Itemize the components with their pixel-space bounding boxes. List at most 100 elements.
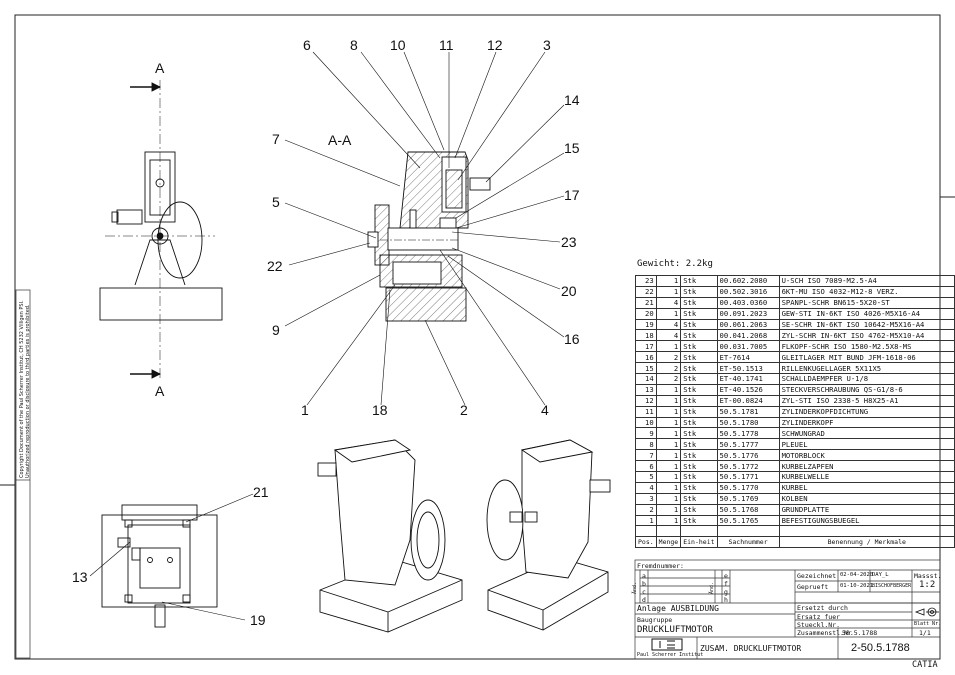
baugruppe-value: DRUCKLUFTMOTOR bbox=[637, 625, 713, 635]
bom-cell-part: 50.5.1769 bbox=[716, 492, 780, 505]
zusammenstl-nr-value: 50.5.1788 bbox=[842, 629, 878, 637]
bom-cell-unit: Stk bbox=[680, 362, 718, 375]
callout: 1 bbox=[301, 402, 309, 418]
bom-cell-desc: U-SCH ISO 7089-M2.5-A4 bbox=[778, 275, 955, 287]
bom-cell-qty: 1 bbox=[655, 285, 682, 298]
bom-cell-pos: 20 bbox=[635, 307, 657, 320]
callout: 4 bbox=[541, 402, 549, 418]
massstab-value: 1:2 bbox=[919, 580, 936, 590]
bom-cell-part: 00.031.7005 bbox=[716, 340, 780, 353]
bom-cell-pos: 4 bbox=[635, 481, 657, 494]
blatt-value: 1/1 bbox=[919, 629, 931, 637]
bom-cell-pos: 9 bbox=[635, 427, 657, 440]
change-letter: g bbox=[724, 588, 728, 596]
callout: 17 bbox=[564, 187, 580, 203]
bom-cell-part: 00.091.2023 bbox=[716, 307, 780, 320]
bom-cell-pos: 1 bbox=[635, 514, 657, 527]
bom-cell-qty: 1 bbox=[655, 340, 682, 353]
bom-cell-part: 50.5.1770 bbox=[716, 481, 780, 494]
bom-cell-qty: 1 bbox=[655, 449, 682, 462]
bom-cell-desc: FLKOPF-SCHR ISO 1580-M2.5X8-MS bbox=[778, 340, 955, 353]
bom-cell-part: ET-40.1526 bbox=[716, 383, 780, 396]
callout: 10 bbox=[390, 37, 406, 53]
bom-cell-pos: 8 bbox=[635, 438, 657, 451]
bom-cell-desc: SCHALLDAEMPFER U-1/8 bbox=[778, 373, 955, 385]
isometric-view-2 bbox=[486, 439, 611, 631]
bom-cell-qty: 1 bbox=[655, 471, 682, 483]
bom-cell-qty: 1 bbox=[655, 514, 682, 527]
callout: 22 bbox=[267, 258, 283, 274]
change-letter: e bbox=[724, 572, 728, 580]
header-pos: Pos. bbox=[635, 536, 657, 549]
bom-cell-qty: 1 bbox=[655, 394, 682, 407]
bom-cell-part: ET-00.0824 bbox=[716, 394, 780, 407]
bom-cell-qty: 1 bbox=[655, 481, 682, 494]
bom-cell-desc: ZYLINDERKOPFDICHTUNG bbox=[778, 405, 955, 418]
bom-cell-qty: 1 bbox=[655, 405, 682, 418]
weight-label: Gewicht: 2.2kg bbox=[637, 259, 713, 269]
change-letter: f bbox=[724, 580, 728, 588]
bom-cell-part: 00.061.2063 bbox=[716, 318, 780, 331]
bom-cell-part: 50.5.1780 bbox=[716, 416, 780, 429]
bom-cell-qty: 4 bbox=[655, 329, 682, 342]
leader-lines bbox=[89, 51, 565, 621]
bom-cell-unit: Stk bbox=[680, 383, 718, 396]
bom-cell-part: 50.5.1771 bbox=[716, 471, 780, 483]
bom-cell-part: ET-40.1741 bbox=[716, 373, 780, 385]
callout: 8 bbox=[350, 37, 358, 53]
callout: 6 bbox=[303, 37, 311, 53]
header-desc: Benennung / Merkmale bbox=[778, 536, 955, 549]
bom-cell-unit: Stk bbox=[680, 329, 718, 342]
bom-cell-qty: 2 bbox=[655, 373, 682, 385]
massstab-label: Massst. bbox=[914, 572, 942, 580]
change-letter: d bbox=[642, 596, 646, 604]
callout: 7 bbox=[272, 131, 280, 147]
bom-cell-pos: 3 bbox=[635, 492, 657, 505]
bom-cell-unit: Stk bbox=[680, 394, 718, 407]
bom-cell-desc: KURBELWELLE bbox=[778, 471, 955, 483]
bom-cell-pos: 23 bbox=[635, 275, 657, 287]
bom-cell-pos: 2 bbox=[635, 503, 657, 516]
bom-cell-desc: GEW-STI IN-6KT ISO 4026-M5X16-A4 bbox=[778, 307, 955, 320]
bom-cell-desc: BEFESTIGUNGSBUEGEL bbox=[778, 514, 955, 527]
bom-cell-unit: Stk bbox=[680, 405, 718, 418]
bom-cell-unit: Stk bbox=[680, 307, 718, 320]
change-letter: b bbox=[642, 580, 646, 588]
bom-cell-unit: Stk bbox=[680, 471, 718, 483]
bom-cell-pos: 5 bbox=[635, 471, 657, 483]
bom-cell-desc: SPANPL-SCHR BN615-5X20-ST bbox=[778, 296, 955, 309]
bom-cell-desc: GRUNDPLATTE bbox=[778, 503, 955, 516]
bom-cell-unit: Stk bbox=[680, 492, 718, 505]
bom-cell-unit: Stk bbox=[680, 449, 718, 462]
bom-cell-part: 50.5.1777 bbox=[716, 438, 780, 451]
bom-cell-unit: Stk bbox=[680, 275, 718, 287]
geprueft-label: Geprueft bbox=[797, 583, 829, 591]
bom-cell-pos: 12 bbox=[635, 394, 657, 407]
bom-cell-part: ET-50.1513 bbox=[716, 362, 780, 375]
bom-spacer-row bbox=[635, 525, 955, 538]
bom-cell-part: ET-7614 bbox=[716, 351, 780, 364]
change-letter: h bbox=[724, 596, 728, 604]
bom-cell-unit: Stk bbox=[680, 460, 718, 473]
bom-cell-pos: 22 bbox=[635, 285, 657, 298]
isometric-view-1 bbox=[317, 439, 463, 633]
callout: 21 bbox=[253, 484, 269, 500]
bom-cell-pos: 16 bbox=[635, 351, 657, 364]
callout: 16 bbox=[564, 331, 580, 347]
drawing-title: ZUSAM. DRUCKLUFTMOTOR bbox=[700, 644, 802, 653]
section-title: A-A bbox=[328, 132, 352, 148]
ersetzt-durch-label: Ersetzt durch bbox=[797, 604, 848, 612]
gezeichnet-date: 02-04-2020 bbox=[840, 572, 874, 578]
callout: 14 bbox=[564, 92, 580, 108]
bom-cell-desc: MOTORBLOCK bbox=[778, 449, 955, 462]
